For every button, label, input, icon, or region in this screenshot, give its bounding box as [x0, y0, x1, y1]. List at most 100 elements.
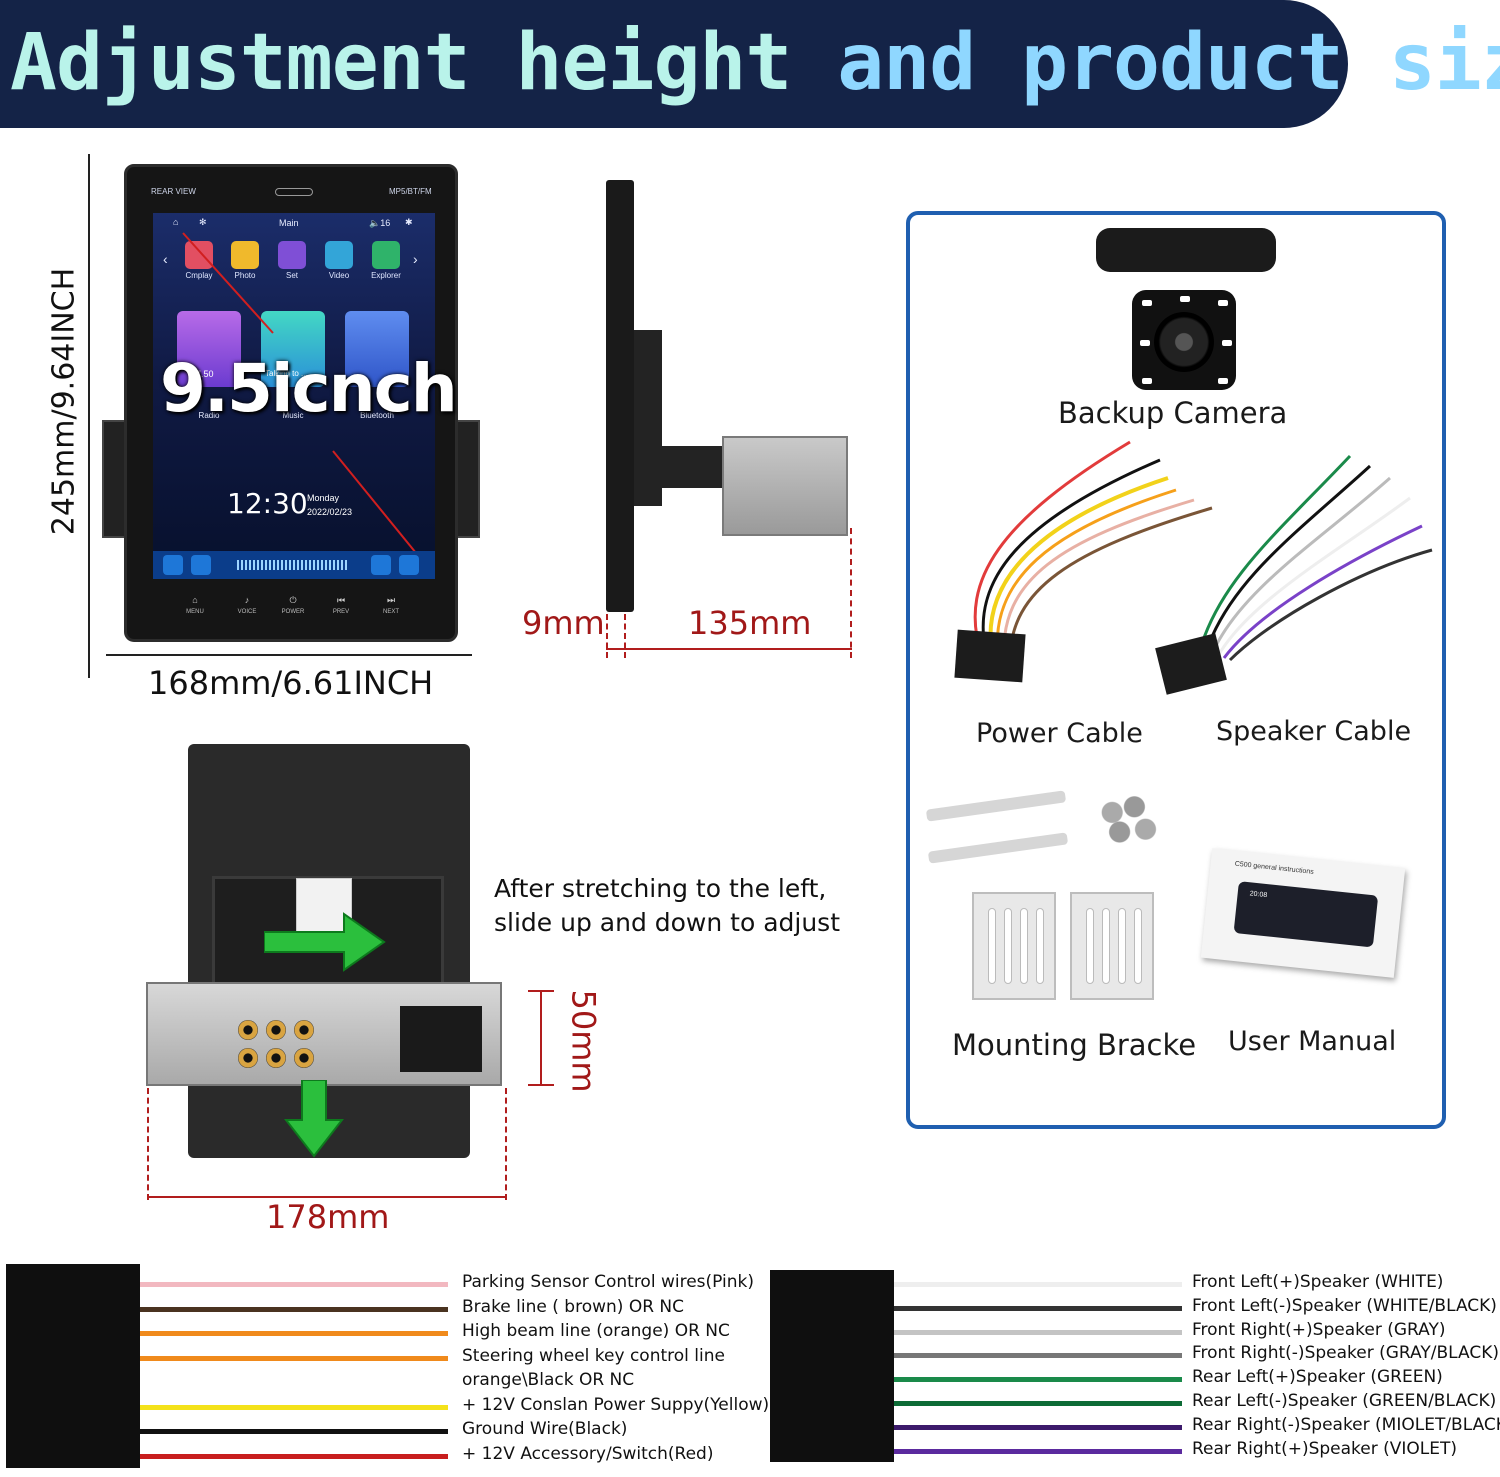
card-label-music: Music [282, 411, 304, 420]
side-dim-line [606, 648, 852, 650]
equalizer-bar [237, 560, 347, 570]
photo-app-icon[interactable] [231, 241, 259, 269]
rca-jack [238, 1048, 258, 1068]
video-app-icon[interactable] [325, 241, 353, 269]
fan-icon[interactable]: ✻ [199, 217, 207, 227]
chevron-left-icon[interactable]: ‹ [163, 251, 168, 267]
speaker-wire-label: Rear Left(-)Speaker (GREEN/BLACK) [1192, 1391, 1497, 1411]
power-wire-label: Ground Wire(Black) [462, 1419, 628, 1439]
bluetooth-icon[interactable]: ✱ [405, 217, 413, 227]
mounting-bracket-left [972, 892, 1056, 1000]
backup-camera-label: Backup Camera [1058, 396, 1288, 430]
power-cable-connector [954, 629, 1026, 683]
head-unit-front: REAR VIEW MP5/BT/FM ⌂ ✻ Main 🔈16 ✱ ‹ › C… [124, 164, 458, 642]
mic-slot [275, 188, 313, 196]
rear-view-label: REAR VIEW [151, 187, 196, 196]
power-hw-icon[interactable]: ⏻ [289, 595, 297, 605]
back-width-tick-right [505, 1088, 507, 1200]
rca-jack [294, 1020, 314, 1040]
back-height-tick-top [528, 990, 554, 992]
manual-time: 20:08 [1249, 890, 1268, 900]
radio-card[interactable] [177, 311, 241, 387]
page-title: Adjustment height and product size [10, 18, 1500, 108]
power-wire-line [140, 1453, 448, 1459]
home-icon[interactable]: ⌂ [173, 217, 179, 227]
clock-day: Monday [307, 493, 340, 503]
power-wire-line [140, 1282, 448, 1287]
mounting-bracket-label: Mounting Bracke [952, 1028, 1197, 1062]
card-label-radio: Radio [198, 411, 220, 420]
carplay-app-icon[interactable] [185, 241, 213, 269]
adjust-instruction: After stretching to the left, slide up a… [494, 872, 840, 940]
clock-time: 12:30 [227, 487, 308, 520]
settings-app-icon[interactable] [278, 241, 306, 269]
speaker-wire-label: Rear Right(+)Speaker (VIOLET) [1192, 1438, 1458, 1459]
speaker-cable-label: Speaker Cable [1216, 716, 1412, 747]
width-dimension-line [106, 654, 472, 656]
camera-led [1218, 378, 1228, 384]
card-label-bluetooth: Bluetooth [360, 411, 394, 420]
header-banner: Adjustment height and product size [0, 0, 1500, 128]
camera-mount-plate [1096, 228, 1276, 272]
side-view-bracket [634, 330, 662, 506]
title-part-2: and product size [837, 18, 1500, 108]
rca-jack [266, 1020, 286, 1040]
app-label-photo: Photo [234, 271, 256, 280]
bluetooth-card[interactable] [345, 311, 409, 387]
hw-label-prev: PREV [332, 609, 350, 615]
speaker-wire-label: Rear Left(+)Speaker (GREEN) [1192, 1367, 1443, 1388]
camera-led [1222, 340, 1232, 346]
music-card[interactable] [261, 311, 325, 387]
screws-icon [1090, 790, 1164, 846]
title-part-1: Adjustment height [10, 18, 792, 108]
speaker-wire-line [894, 1401, 1182, 1406]
mount-wing-right [456, 420, 480, 538]
power-wire-label: High beam line (orange) OR NC [462, 1321, 730, 1341]
screen-control-strip [153, 551, 435, 579]
chassis-depth-label: 135mm [688, 604, 812, 642]
camera-lens-icon [1154, 312, 1214, 372]
touch-screen[interactable]: ⌂ ✻ Main 🔈16 ✱ ‹ › Cmplay Photo Set Vide… [153, 213, 435, 579]
speaker-wire-label: Front Right(+)Speaker (GRAY) [1192, 1319, 1446, 1340]
voice-hw-icon[interactable]: ♪ [244, 595, 250, 605]
explorer-app-icon[interactable] [372, 241, 400, 269]
hw-label-menu: MENU [186, 609, 204, 615]
camera-led [1180, 296, 1190, 302]
back-height-tick-bottom [528, 1084, 554, 1086]
speaker-cable-wires [1198, 454, 1433, 662]
speaker-harness-connector [770, 1270, 894, 1462]
chevron-right-icon[interactable]: › [413, 251, 418, 267]
height-dimension-line [88, 154, 90, 678]
power-wire-line [140, 1429, 448, 1434]
power-wire-label: + 12V Conslan Power Suppy(Yellow) [462, 1394, 770, 1415]
accessories-box [906, 211, 1446, 1129]
back-height-dim-line [540, 990, 542, 1086]
iso-connector-socket [400, 1006, 482, 1072]
brightness-button[interactable] [163, 555, 183, 575]
power-wire-line [140, 1306, 448, 1312]
prev-hw-icon[interactable]: ⏮ [336, 595, 346, 605]
screen-glare-lines [182, 232, 430, 570]
manual-screen-image: 20:08 [1233, 881, 1379, 948]
main-label: Main [279, 218, 299, 228]
menu-hw-icon[interactable]: ⌂ [192, 595, 198, 605]
mounting-bracket-right [1070, 892, 1154, 1000]
rca-jack [294, 1048, 314, 1068]
side-view-panel [606, 180, 634, 612]
adjust-instruction-line-1: After stretching to the left, [494, 874, 827, 903]
power-harness-connector [6, 1264, 140, 1468]
next-hw-icon[interactable]: ⏭ [386, 595, 396, 605]
slide-down-arrow-icon [284, 1080, 344, 1158]
side-view-arm [660, 446, 724, 488]
speaker-wire-label: Rear Right(-)Speaker (MIOLET/BLACK) [1192, 1414, 1500, 1435]
power-cable-label: Power Cable [976, 718, 1143, 749]
power-wire-label: Brake line ( brown) OR NC [462, 1296, 684, 1317]
radio-frequency: 87.50 [191, 369, 214, 379]
volume-down-button[interactable] [191, 555, 211, 575]
back-width-tick-left [147, 1088, 149, 1200]
speaker-wire-line [894, 1377, 1182, 1383]
mute-button[interactable] [399, 555, 419, 575]
volume-up-button[interactable] [371, 555, 391, 575]
back-width-label: 178mm [266, 1198, 390, 1236]
side-view-chassis [722, 436, 848, 536]
